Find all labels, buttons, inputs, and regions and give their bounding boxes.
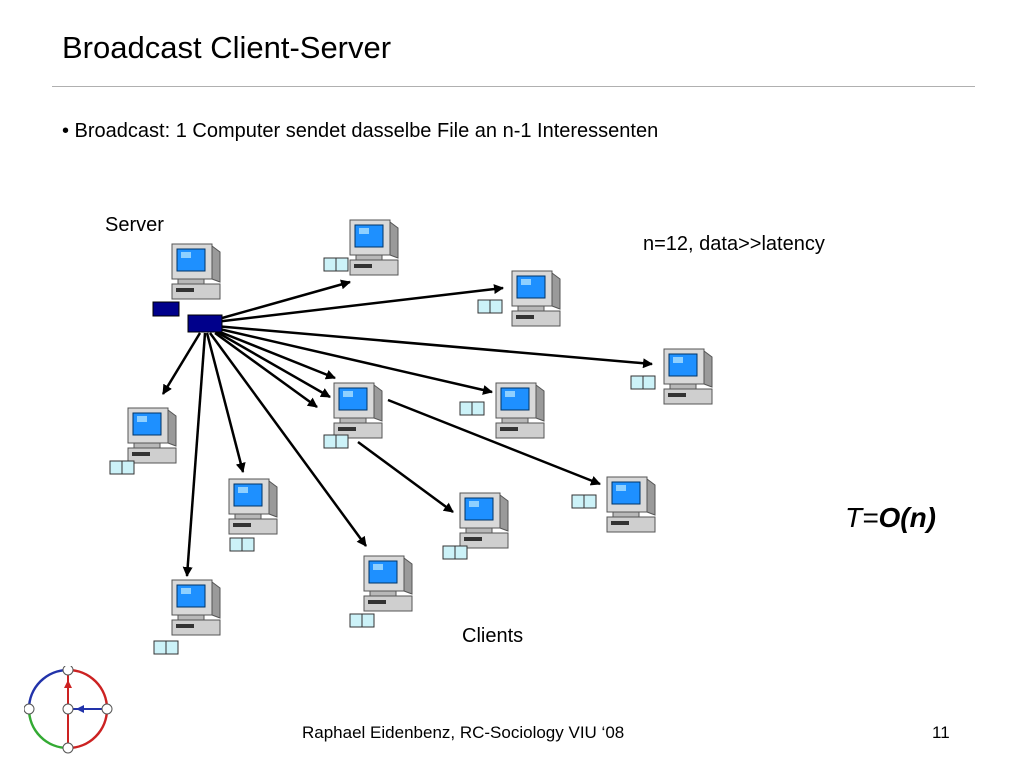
title-divider (52, 86, 975, 87)
arrow (214, 284, 504, 324)
formula-variable: T= (845, 502, 879, 533)
formula-big-o: O(n) (878, 502, 936, 533)
client-packet-icon (442, 545, 468, 560)
parameters-text: n=12, data>>latency (643, 233, 825, 255)
client-computer-icon (511, 270, 561, 327)
client-computer-icon (228, 478, 278, 535)
arrow (214, 279, 351, 322)
client-packet-icon (477, 299, 503, 314)
server-computer-icon (171, 243, 221, 300)
arrow (182, 332, 207, 577)
broadcast-arrows (161, 279, 653, 577)
page-number: 11 (932, 723, 950, 742)
arrow (214, 329, 331, 399)
client-computer-icon (363, 555, 413, 612)
client-packet-icon (229, 537, 255, 552)
network-logo-icon (24, 666, 113, 754)
client-packet-icon (109, 460, 135, 475)
client-packet-icon (349, 613, 375, 628)
client-packet-icon (459, 401, 485, 416)
client-packet-icon (571, 494, 597, 509)
bullet-text: • Broadcast: 1 Computer sendet dasselbe … (62, 120, 659, 142)
clients-label: Clients (462, 625, 524, 647)
client-packet-icon (323, 434, 349, 449)
server-packet-icon (152, 301, 180, 317)
client-packet-icon (630, 375, 656, 390)
client-computer-icon (127, 407, 177, 464)
server-label: Server (105, 214, 164, 236)
client-computer-icon (171, 579, 221, 636)
arrow (214, 324, 653, 369)
client-packet-icon (153, 640, 179, 655)
client-computer-icon (663, 348, 713, 405)
arrow (214, 331, 318, 409)
complexity-formula: T=O(n) (845, 502, 936, 534)
client-packet-icon (323, 257, 349, 272)
arrow (387, 398, 601, 486)
arrow (208, 332, 368, 547)
arrow (214, 328, 336, 380)
server-outgoing-packet-icon (187, 314, 223, 333)
client-computer-icon (495, 382, 545, 439)
arrow (205, 332, 246, 473)
client-computer-icon (349, 219, 399, 276)
footer-text: Raphael Eidenbenz, RC-Sociology VIU ‘08 (302, 723, 625, 742)
arrow (161, 332, 202, 395)
slide-title: Broadcast Client-Server (62, 30, 392, 65)
client-computer-icon (333, 382, 383, 439)
client-computer-icon (459, 492, 509, 549)
arrow (214, 326, 493, 395)
client-computer-icon (606, 476, 656, 533)
arrow (357, 440, 454, 514)
